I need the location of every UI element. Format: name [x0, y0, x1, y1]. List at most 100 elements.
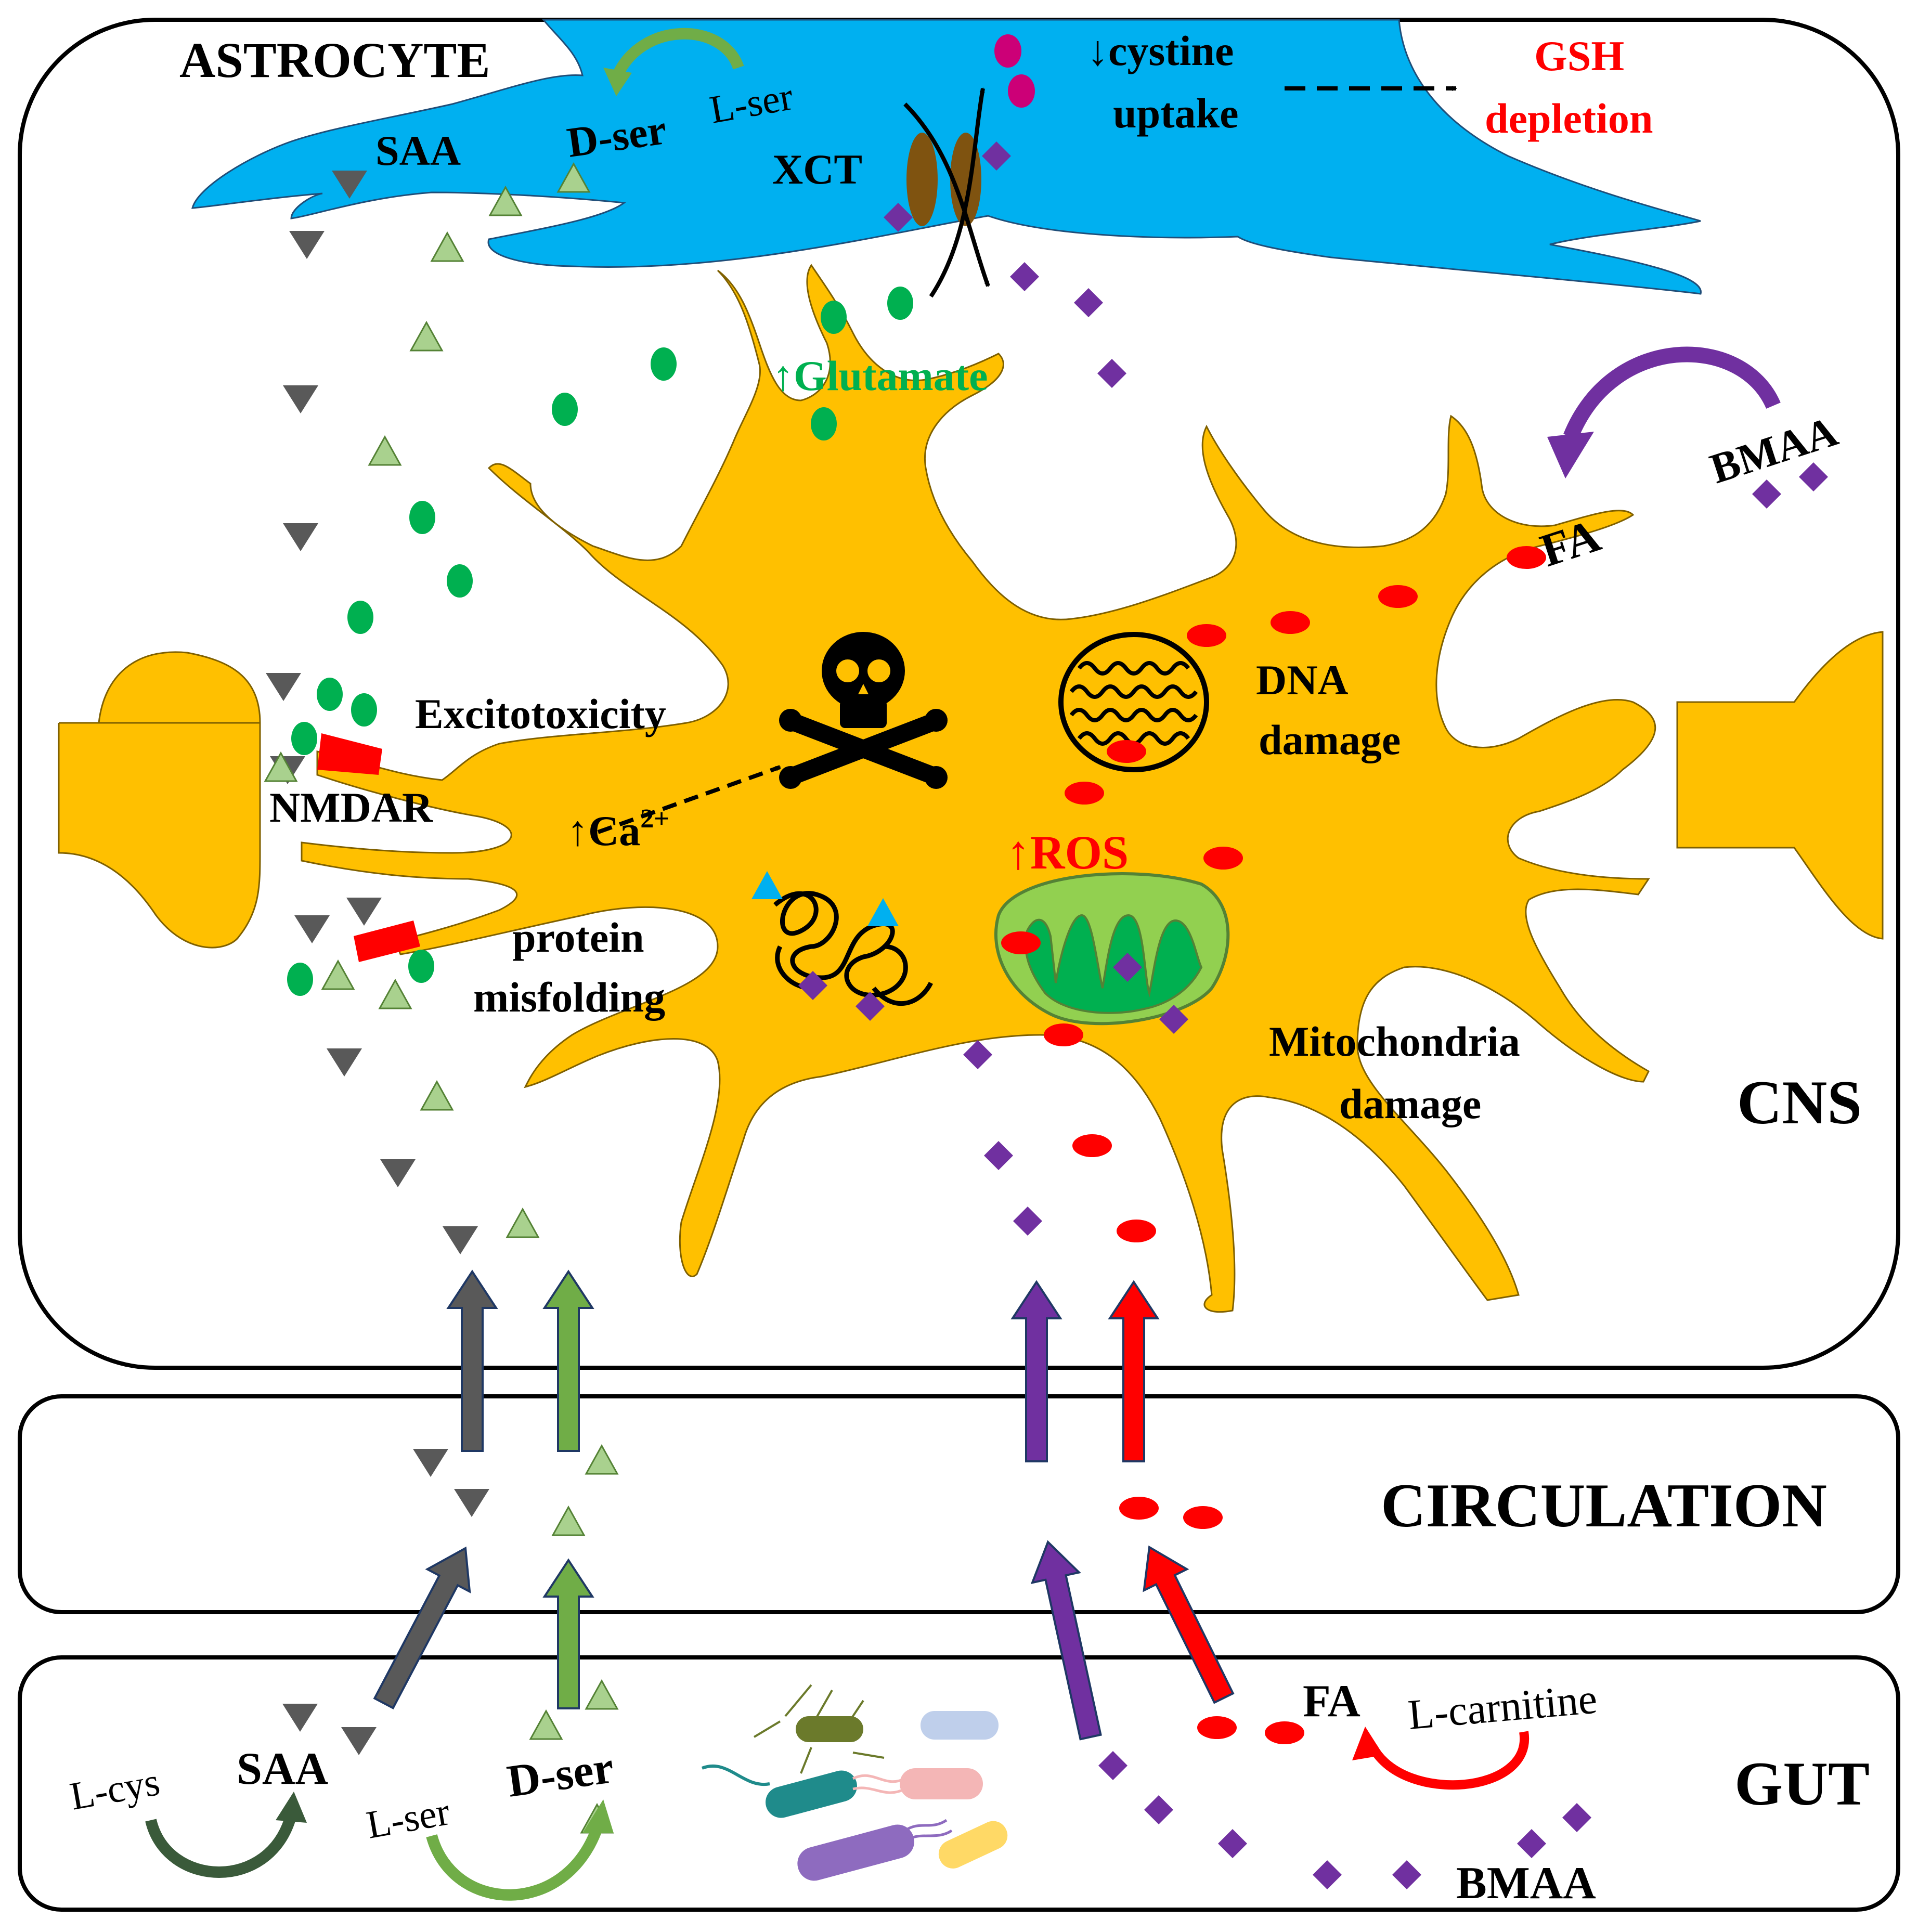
glutamate-marker: [552, 393, 578, 426]
calcium-dashed-arrow: [597, 765, 781, 834]
circulation-panel: [18, 1394, 1900, 1614]
lser-to-dser-arrow-gut: [426, 1823, 604, 1901]
presynaptic-terminal-left: [58, 651, 261, 949]
protein-bound-marker: [751, 871, 783, 899]
glutamate-marker: [651, 347, 677, 381]
bmaa-marker: [1562, 1803, 1591, 1832]
xct-exchange-arrow-in: [903, 102, 990, 287]
fa-marker: [1107, 740, 1146, 763]
fa-marker: [1117, 1220, 1156, 1242]
bmaa-marker: [884, 203, 913, 232]
bmaa-marker: [856, 992, 885, 1021]
bmaa-to-fa-arrowhead: [1547, 432, 1594, 478]
nmdar-receptor-lower: [354, 920, 420, 962]
astrocyte-saa-label: SAA: [375, 127, 461, 174]
skull-crossbones-icon: [779, 632, 948, 789]
bmaa-transport-arrow-up: [1010, 1280, 1062, 1462]
bmaa-marker: [1517, 1829, 1546, 1858]
mitochondria-damage-label-line1: Mitochondria: [1269, 1018, 1520, 1065]
bmaa-marker: [1098, 1751, 1128, 1780]
saa-marker: [413, 1449, 448, 1477]
bmaa-marker: [984, 1141, 1013, 1170]
bmaa-marker: [1074, 288, 1103, 317]
fa-marker: [1072, 1134, 1112, 1157]
fa-marker: [1187, 624, 1226, 647]
fa-marker: [1265, 1721, 1304, 1744]
saa-marker: [346, 898, 382, 926]
glutamate-marker: [821, 301, 847, 334]
saa-marker: [283, 385, 318, 413]
fa-marker: [1119, 1497, 1159, 1520]
dser-marker: [556, 162, 591, 193]
bmaa-marker: [1392, 1860, 1421, 1889]
saa-marker: [380, 1159, 416, 1187]
transport-arrows: [373, 1269, 1235, 1741]
dser-transport-arrow-up: [542, 1269, 594, 1452]
nmdar-receptor-upper: [317, 733, 382, 775]
dna-damage-label-line2: damage: [1259, 716, 1401, 763]
glutamate-marker: [409, 501, 435, 534]
fa-gut-arrow: [1143, 1545, 1235, 1704]
bmaa-marker: [1218, 1829, 1247, 1858]
fa-marker: [1507, 546, 1546, 569]
glutamate-label: ↑Glutamate: [772, 352, 988, 399]
lcarnitine-to-fa-arrowhead: [1352, 1727, 1383, 1760]
dser-marker: [420, 1080, 454, 1111]
saa-gut-arrow: [373, 1546, 471, 1709]
fa-marker: [1203, 847, 1243, 870]
bmaa-marker: [798, 971, 827, 1000]
cystine-marker: [994, 34, 1021, 68]
bmaa-marker: [1752, 479, 1781, 509]
dser-gut-arrow: [542, 1558, 594, 1709]
neuron-cell: [301, 264, 1656, 1313]
cystine-label-line2: uptake: [1113, 89, 1239, 137]
gut-fa-label: FA: [1303, 1676, 1360, 1727]
dser-marker: [529, 1709, 563, 1740]
protein-bound-marker: [867, 898, 899, 926]
fa-marker: [1378, 585, 1418, 608]
dser-marker: [409, 320, 444, 352]
saa-marker: [454, 1489, 489, 1517]
bmaa-marker: [1144, 1795, 1173, 1824]
bmaa-marker: [1799, 462, 1828, 491]
xct-label: XCT: [772, 146, 862, 193]
saa-marker: [266, 673, 301, 701]
molecule-markers: [264, 34, 1828, 1889]
glutamate-marker: [408, 950, 434, 983]
dser-marker: [551, 1505, 586, 1536]
bmaa-to-fa-arrow: [1563, 346, 1781, 440]
dser-marker: [585, 1444, 619, 1475]
nmdar-label: NMDAR: [269, 784, 433, 831]
fa-marker: [1183, 1506, 1223, 1529]
saa-marker: [327, 1048, 362, 1077]
saa-marker: [332, 171, 367, 199]
lcys-to-saa-arrowhead: [276, 1792, 307, 1823]
fa-marker: [1271, 611, 1310, 634]
cns-panel-label: CNS: [1737, 1068, 1862, 1137]
saa-transport-arrow-up: [446, 1269, 498, 1452]
saa-marker: [294, 915, 330, 943]
lser-to-dser-arrowhead-gut: [582, 1799, 614, 1833]
bmaa-marker: [982, 141, 1011, 171]
lcys-to-saa-arrow: [145, 1813, 297, 1878]
protein-misfolding-label-line2: misfolding: [473, 974, 665, 1021]
fa-marker: [1065, 782, 1104, 805]
gut-panel-label: GUT: [1734, 1749, 1870, 1818]
saa-marker: [289, 231, 325, 259]
glutamate-marker: [317, 678, 343, 711]
fa-marker: [1001, 931, 1041, 954]
bacteria-icon: [701, 1684, 1008, 1881]
bmaa-marker: [1097, 359, 1126, 388]
glutamate-marker: [887, 287, 913, 320]
cystine-marker: [1008, 74, 1035, 108]
dser-marker: [585, 1679, 619, 1710]
glutamate-marker: [811, 407, 837, 440]
fa-transport-arrow-up: [1108, 1280, 1160, 1462]
bmaa-marker: [1010, 262, 1039, 291]
dser-marker: [264, 751, 298, 782]
glutamate-marker: [447, 564, 473, 598]
dser-marker: [378, 978, 412, 1009]
gut-saa-label: SAA: [237, 1744, 328, 1794]
